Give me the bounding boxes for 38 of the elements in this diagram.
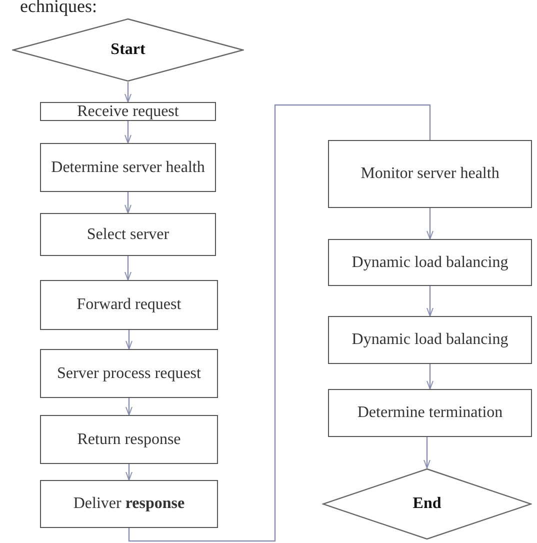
arrow	[124, 82, 132, 102]
step-label: Determine server health	[50, 158, 206, 176]
process-box	[328, 316, 532, 364]
step-label: Dynamic load balancing	[350, 254, 510, 272]
arrow	[426, 208, 434, 240]
step-label: Receive request	[76, 102, 180, 120]
terminal-diamond	[12, 18, 244, 82]
process-box	[40, 415, 218, 464]
process-box	[328, 140, 532, 208]
process-box	[328, 239, 532, 286]
process-box	[328, 389, 532, 437]
process-box	[40, 349, 218, 398]
step-label: Dynamic load balancing	[350, 331, 510, 349]
terminal-diamond	[322, 468, 532, 540]
process-box	[40, 213, 216, 256]
arrow	[124, 192, 132, 214]
arrow	[124, 121, 132, 144]
step-label: Start	[110, 41, 146, 59]
step-label: Select server	[86, 226, 170, 244]
step-label: End	[412, 495, 442, 513]
process-box	[40, 480, 218, 528]
arrow	[126, 464, 132, 480]
step-label: Determine termination	[356, 404, 504, 422]
process-box	[40, 143, 216, 192]
step-label: Forward request	[76, 296, 182, 314]
step-label: Deliver response	[72, 495, 186, 513]
process-box	[40, 102, 216, 121]
process-box	[40, 280, 218, 330]
arrow	[126, 398, 132, 416]
arrow	[426, 286, 434, 316]
arrow	[126, 330, 132, 350]
arrow	[424, 437, 430, 468]
arrow	[426, 364, 434, 390]
step-label: Server process request	[56, 364, 202, 382]
arrow	[124, 256, 132, 280]
step-label: Monitor server health	[360, 165, 500, 183]
step-label: Return response	[76, 430, 182, 448]
connector-line	[128, 104, 431, 542]
